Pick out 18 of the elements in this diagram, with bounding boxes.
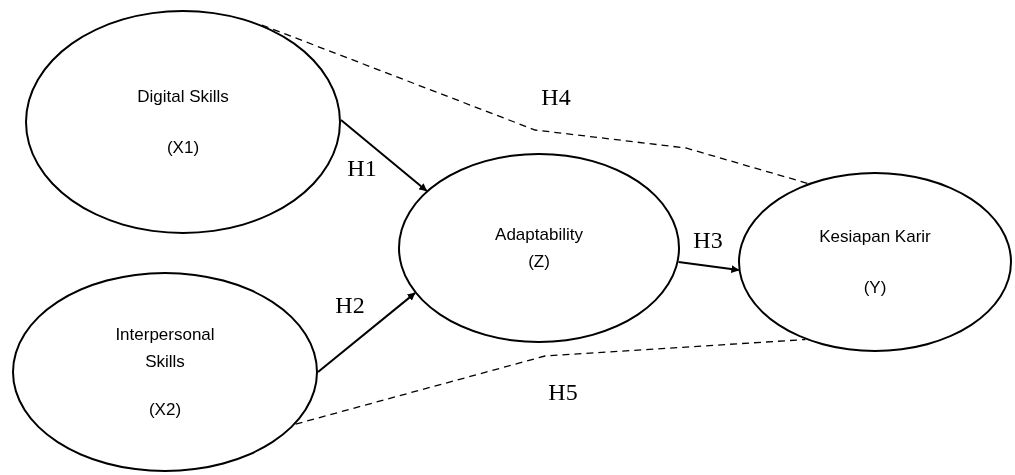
edge-label: H1 xyxy=(347,156,377,180)
dashed-line xyxy=(294,338,807,425)
variable-name: Adaptability xyxy=(494,223,584,246)
dashed-line xyxy=(261,24,809,185)
variable-code: (Y) xyxy=(862,277,888,299)
variable-name: Kesiapan Karir xyxy=(818,225,932,248)
arrow xyxy=(317,292,416,373)
variable-name: Interpersonal Skills xyxy=(114,324,216,374)
arrow xyxy=(340,119,428,192)
variable-code: (X1) xyxy=(165,137,201,159)
edge-label: H5 xyxy=(548,380,578,404)
edge-label: H3 xyxy=(693,228,723,252)
arrow xyxy=(677,261,740,274)
variable-code: (Z) xyxy=(527,251,551,273)
variable-code: (X2) xyxy=(147,398,183,421)
edge-label: H2 xyxy=(335,293,365,317)
variable-name: Digital Skills xyxy=(136,85,230,108)
edge-label: H4 xyxy=(541,85,571,109)
